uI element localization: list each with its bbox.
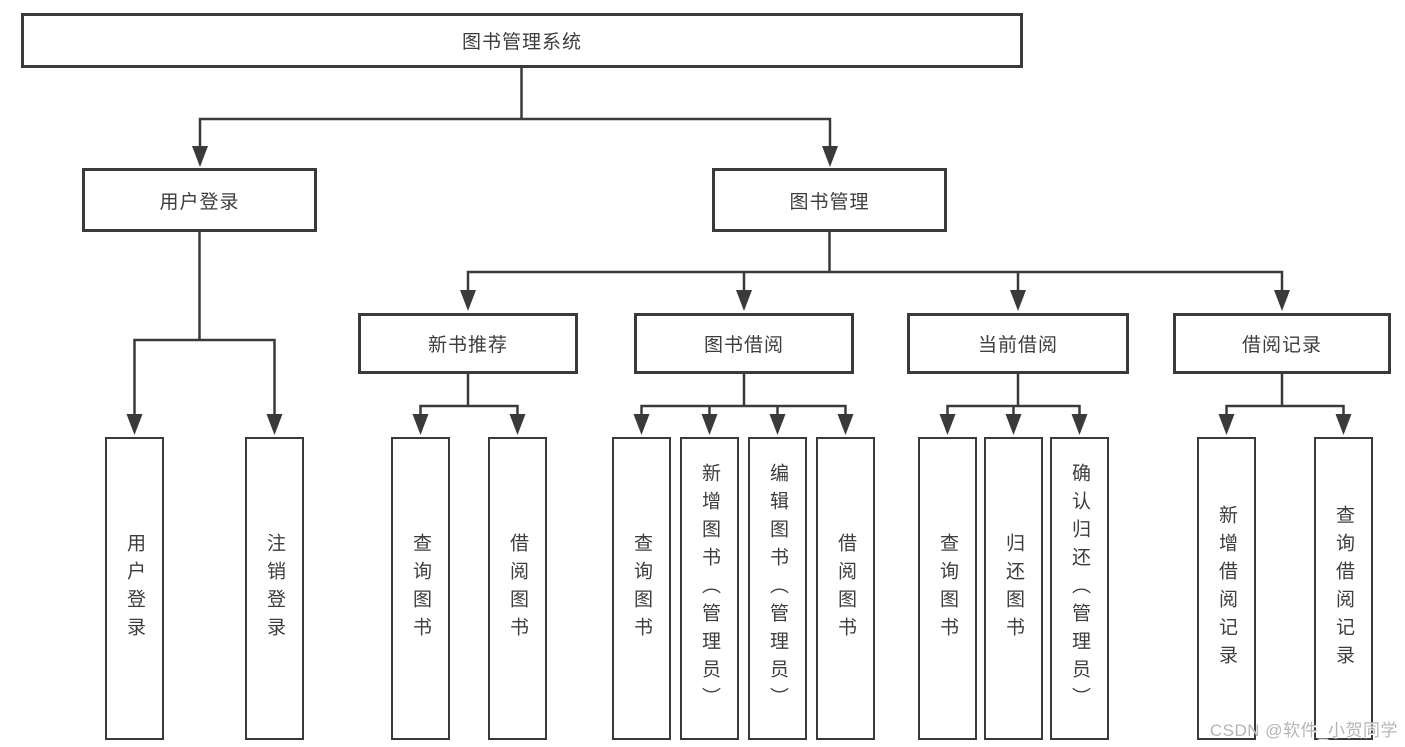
node-borrow-records-label: 借阅记录 bbox=[1241, 335, 1322, 356]
leaf-confirm-return-admin: 确认归还（管理员） bbox=[1050, 437, 1109, 740]
leaf-user-login-label: 用户登录 bbox=[124, 532, 145, 645]
node-current-borrow-label: 当前借阅 bbox=[977, 335, 1058, 356]
leaf-add-borrow-record: 新增借阅记录 bbox=[1197, 437, 1256, 740]
leaf-query-borrow-record: 查询借阅记录 bbox=[1314, 437, 1373, 740]
csdn-watermark: CSDN @软件_小贺同学 bbox=[1209, 721, 1398, 740]
node-user-login-group: 用户登录 bbox=[82, 168, 317, 232]
leaf-return-book-label: 归还图书 bbox=[1003, 532, 1024, 645]
leaf-rec-borrow-book: 借阅图书 bbox=[488, 437, 547, 740]
leaf-return-book: 归还图书 bbox=[984, 437, 1043, 740]
leaf-borrow-book: 借阅图书 bbox=[816, 437, 875, 740]
node-user-login-group-label: 用户登录 bbox=[159, 191, 240, 213]
node-book-borrow: 图书借阅 bbox=[634, 313, 854, 374]
leaf-add-book-admin-label: 新增图书（管理员） bbox=[699, 462, 720, 715]
node-new-book-recommend: 新书推荐 bbox=[358, 313, 578, 374]
connector-bookmgmt-to-level3 bbox=[466, 232, 1284, 294]
arrowhead bbox=[1071, 414, 1088, 435]
node-book-management: 图书管理 bbox=[712, 168, 947, 232]
leaf-borrow-query-book: 查询图书 bbox=[612, 437, 671, 740]
leaf-logout-label: 注销登录 bbox=[264, 532, 285, 645]
leaf-rec-query-book: 查询图书 bbox=[391, 437, 450, 740]
connector-bookborrow-to-leaves bbox=[640, 374, 847, 418]
node-root-label: 图书管理系统 bbox=[461, 32, 582, 53]
connector-userlogin-to-leaves bbox=[133, 232, 276, 418]
node-book-borrow-label: 图书借阅 bbox=[703, 335, 784, 356]
connector-newbookrec-to-leaves bbox=[419, 374, 519, 418]
arrowhead bbox=[633, 414, 650, 435]
leaf-user-login: 用户登录 bbox=[105, 437, 164, 740]
arrowhead bbox=[126, 414, 143, 435]
node-new-book-recommend-label: 新书推荐 bbox=[427, 335, 508, 356]
arrowhead bbox=[412, 414, 429, 435]
leaf-borrow-book-label: 借阅图书 bbox=[835, 532, 856, 645]
arrowhead bbox=[1335, 414, 1352, 435]
leaf-borrow-query-book-label: 查询图书 bbox=[631, 532, 652, 645]
arrowhead bbox=[1010, 290, 1026, 311]
arrowhead bbox=[266, 414, 283, 435]
leaf-logout: 注销登录 bbox=[245, 437, 304, 740]
leaf-current-query-book-label: 查询图书 bbox=[937, 532, 958, 645]
connector-root-to-level2 bbox=[198, 68, 832, 150]
arrowhead bbox=[822, 146, 838, 167]
node-borrow-records: 借阅记录 bbox=[1173, 313, 1391, 374]
node-book-management-label: 图书管理 bbox=[789, 191, 870, 213]
arrowhead bbox=[1218, 414, 1235, 435]
arrowhead bbox=[1274, 290, 1290, 311]
node-current-borrow: 当前借阅 bbox=[907, 313, 1129, 374]
arrowhead bbox=[736, 290, 752, 311]
connector-borrowrecords-to-leaves bbox=[1225, 374, 1345, 418]
node-root: 图书管理系统 bbox=[21, 13, 1023, 68]
leaf-add-book-admin: 新增图书（管理员） bbox=[680, 437, 739, 740]
arrowhead bbox=[939, 414, 956, 435]
leaf-edit-book-admin: 编辑图书（管理员） bbox=[748, 437, 807, 740]
leaf-add-borrow-record-label: 新增借阅记录 bbox=[1216, 504, 1237, 673]
connector-currentborrow-to-leaves bbox=[946, 374, 1081, 418]
arrowhead bbox=[509, 414, 526, 435]
leaf-confirm-return-admin-label: 确认归还（管理员） bbox=[1069, 462, 1090, 715]
arrowhead bbox=[701, 414, 718, 435]
leaf-current-query-book: 查询图书 bbox=[918, 437, 977, 740]
arrowhead bbox=[769, 414, 786, 435]
leaf-query-borrow-record-label: 查询借阅记录 bbox=[1333, 504, 1354, 673]
leaf-rec-query-book-label: 查询图书 bbox=[410, 532, 431, 645]
leaf-rec-borrow-book-label: 借阅图书 bbox=[507, 532, 528, 645]
arrowhead bbox=[192, 146, 208, 167]
leaf-edit-book-admin-label: 编辑图书（管理员） bbox=[767, 462, 788, 715]
arrowhead bbox=[460, 290, 476, 311]
arrowhead bbox=[837, 414, 854, 435]
arrowhead bbox=[1005, 414, 1022, 435]
